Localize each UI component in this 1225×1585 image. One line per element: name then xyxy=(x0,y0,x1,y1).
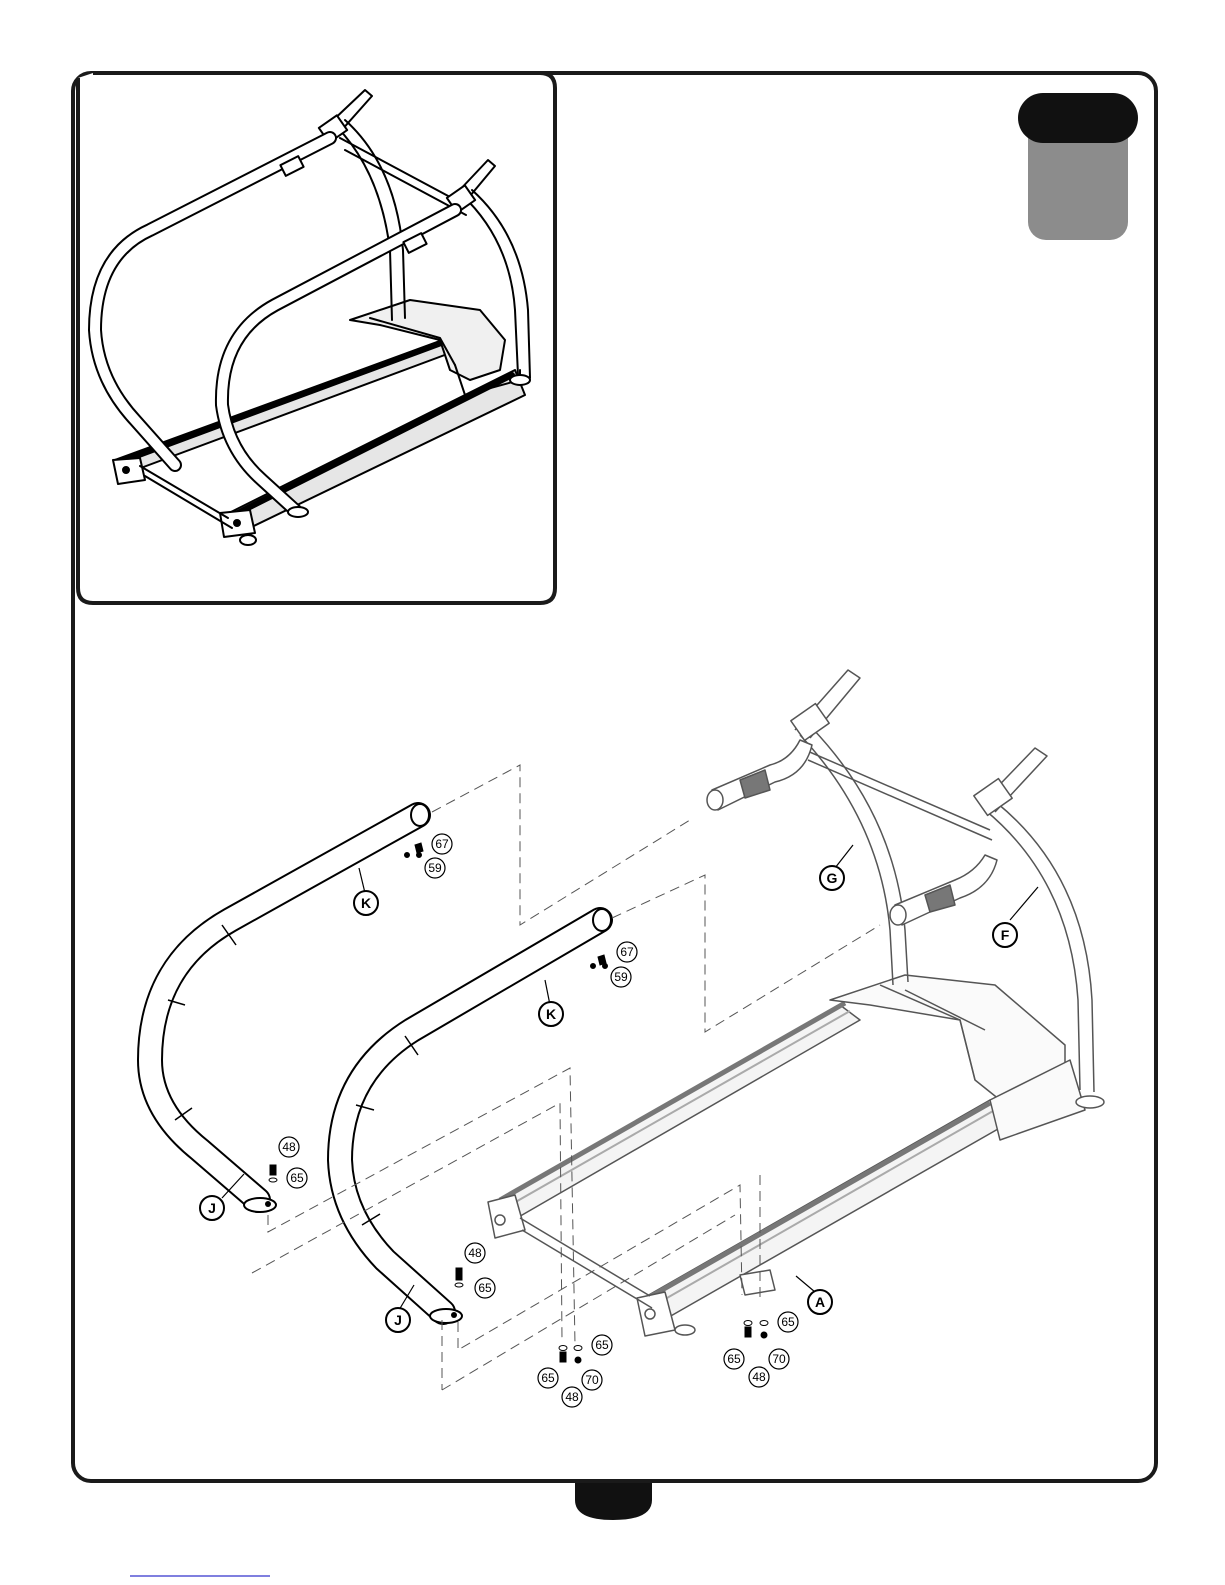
svg-text:65: 65 xyxy=(541,1371,555,1385)
svg-text:65: 65 xyxy=(727,1352,741,1366)
callout-48-left: 48 xyxy=(279,1137,299,1157)
callout-65-left: 65 xyxy=(287,1168,307,1188)
svg-text:48: 48 xyxy=(565,1390,579,1404)
callout-a: A xyxy=(808,1290,832,1314)
step-badge xyxy=(1018,93,1138,240)
callout-g: G xyxy=(820,866,844,890)
callout-70-c: 70 xyxy=(582,1370,602,1390)
part-letter-callouts: K K G F J J A xyxy=(200,866,1017,1332)
svg-text:59: 59 xyxy=(428,861,442,875)
svg-text:65: 65 xyxy=(781,1315,795,1329)
svg-text:F: F xyxy=(1001,927,1010,943)
callout-59-a: 59 xyxy=(425,858,445,878)
svg-text:67: 67 xyxy=(435,837,449,851)
callout-j-left: J xyxy=(200,1196,224,1220)
callout-65-d2: 65 xyxy=(724,1349,744,1369)
treadmill-frame-illustration xyxy=(488,670,1104,1336)
callout-67-a: 67 xyxy=(432,834,452,854)
svg-text:65: 65 xyxy=(290,1171,304,1185)
page-number-badge xyxy=(575,1483,652,1520)
svg-text:67: 67 xyxy=(620,945,634,959)
callout-67-b: 67 xyxy=(617,942,637,962)
svg-text:65: 65 xyxy=(478,1281,492,1295)
callout-48-c: 48 xyxy=(562,1387,582,1407)
callout-59-b: 59 xyxy=(611,967,631,987)
svg-text:48: 48 xyxy=(468,1246,482,1260)
callout-48-mid: 48 xyxy=(465,1243,485,1263)
svg-text:K: K xyxy=(361,895,371,911)
svg-text:65: 65 xyxy=(595,1338,609,1352)
callout-k-mid: K xyxy=(539,1002,563,1026)
svg-text:J: J xyxy=(208,1200,216,1216)
svg-text:G: G xyxy=(827,870,838,886)
callout-k-top: K xyxy=(354,891,378,915)
svg-text:70: 70 xyxy=(585,1373,599,1387)
callout-70-d: 70 xyxy=(769,1349,789,1369)
callout-65-mid: 65 xyxy=(475,1278,495,1298)
svg-text:A: A xyxy=(815,1294,825,1310)
svg-text:59: 59 xyxy=(614,970,628,984)
svg-text:48: 48 xyxy=(282,1140,296,1154)
callout-65-c2: 65 xyxy=(538,1368,558,1388)
svg-text:J: J xyxy=(394,1312,402,1328)
callout-j-mid: J xyxy=(386,1308,410,1332)
callout-f: F xyxy=(993,923,1017,947)
svg-text:K: K xyxy=(546,1006,556,1022)
svg-text:70: 70 xyxy=(772,1352,786,1366)
svg-text:48: 48 xyxy=(752,1370,766,1384)
callout-65-d1: 65 xyxy=(778,1312,798,1332)
callout-65-c1: 65 xyxy=(592,1335,612,1355)
callout-48-d: 48 xyxy=(749,1367,769,1387)
